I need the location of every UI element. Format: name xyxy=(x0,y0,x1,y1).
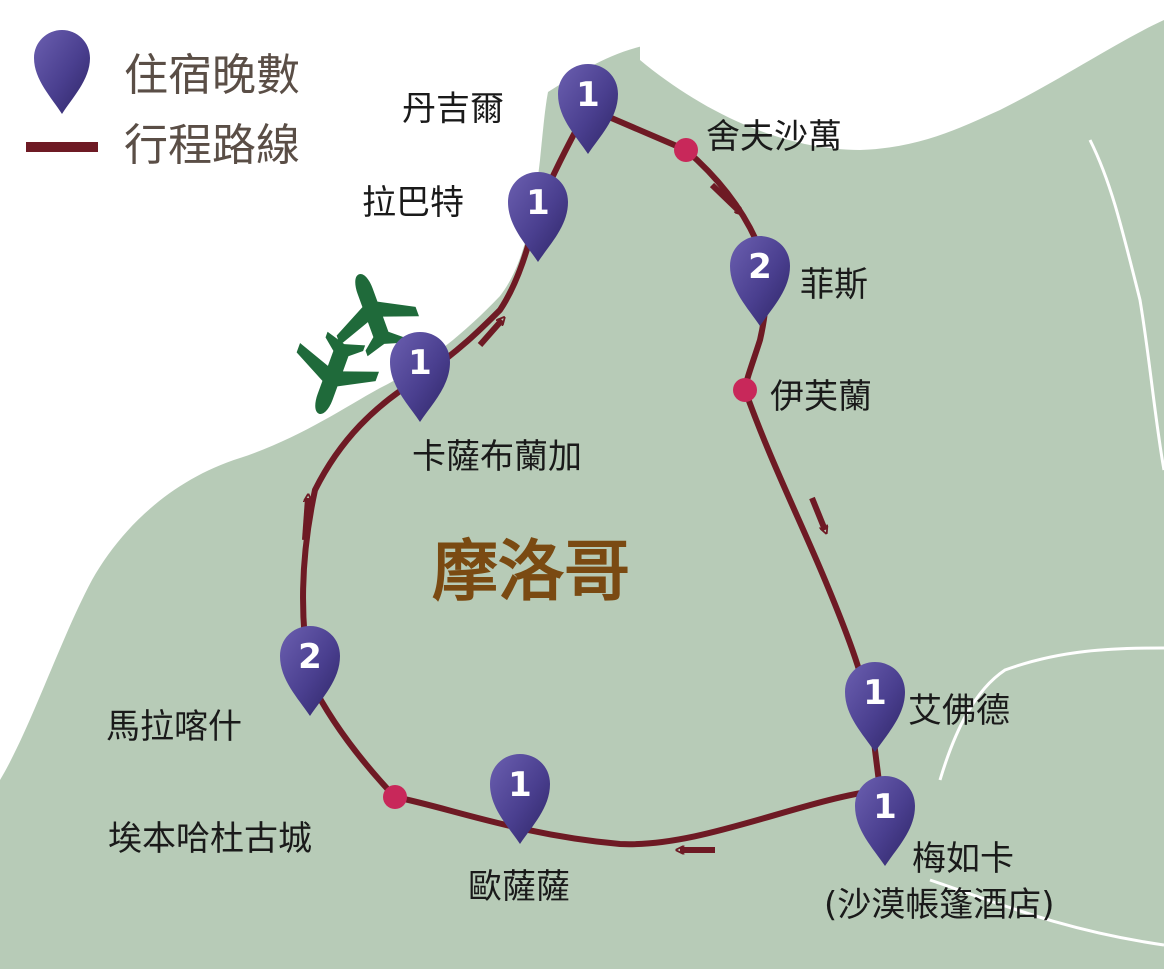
pin-nights-fes: 2 xyxy=(748,247,772,287)
map-pin-icon: 1 xyxy=(855,776,915,866)
country-label: 摩洛哥 xyxy=(432,533,630,610)
city-label-rabat: 拉巴特 xyxy=(362,183,464,223)
city-label-merzouga-subtitle: (沙漠帳篷酒店) xyxy=(824,885,1055,925)
pin-nights-erfoud: 1 xyxy=(863,673,887,713)
border-line-east xyxy=(1088,139,1164,471)
route-line-swatch xyxy=(26,142,98,152)
pin-nights-ouarzazate: 1 xyxy=(508,765,532,805)
city-label-tangier: 丹吉爾 xyxy=(402,89,504,129)
map-pin-icon: 2 xyxy=(730,236,790,326)
map-pin-icon: 1 xyxy=(558,64,618,154)
map-pin-icon: 1 xyxy=(845,662,905,752)
airplane-icon xyxy=(296,331,379,414)
city-label-marrakech: 馬拉喀什 xyxy=(106,707,242,747)
legend-route-label: 行程路線 xyxy=(124,120,300,171)
border-line-south-2 xyxy=(929,878,1164,947)
city-label-chefchaouen: 舍夫沙萬 xyxy=(706,117,842,157)
city-label-erfoud: 艾佛德 xyxy=(908,691,1010,731)
city-label-casablanca: 卡薩布蘭加 xyxy=(412,437,582,477)
border-line-south xyxy=(938,646,1164,781)
legend: 住宿晚數 行程路線 xyxy=(26,30,300,171)
route-arrow-2 xyxy=(809,496,825,530)
pin-nights-casablanca: 1 xyxy=(408,343,432,383)
pin-nights-tangier: 1 xyxy=(576,75,600,115)
legend-pin-label: 住宿晚數 xyxy=(124,50,300,101)
route-arrow-5 xyxy=(477,320,502,347)
waypoint-dot-icon xyxy=(733,378,757,402)
city-label-fes: 菲斯 xyxy=(800,265,868,305)
map-pin-icon: 2 xyxy=(280,626,340,716)
city-label-ouarzazate: 歐薩薩 xyxy=(468,867,570,907)
map-pin-icon xyxy=(34,30,90,114)
map-pin-icon: 1 xyxy=(490,754,550,844)
route-arrow-1 xyxy=(709,182,740,212)
north-sea xyxy=(640,0,1164,150)
pin-nights-marrakech: 2 xyxy=(298,637,322,677)
map-pin-icon: 1 xyxy=(390,332,450,422)
waypoint-dot-icon xyxy=(674,138,698,162)
city-label-ait-benhaddou: 埃本哈杜古城 xyxy=(108,819,312,859)
pin-nights-rabat: 1 xyxy=(526,183,550,223)
city-label-merzouga: 梅如卡 xyxy=(912,839,1014,879)
pin-nights-merzouga: 1 xyxy=(873,787,897,827)
city-label-ifrane: 伊芙蘭 xyxy=(770,377,872,417)
waypoint-dot-icon xyxy=(383,785,407,809)
map-pin-icon: 1 xyxy=(508,172,568,262)
airplane-icon xyxy=(336,274,419,357)
route-arrow-4 xyxy=(302,498,308,541)
